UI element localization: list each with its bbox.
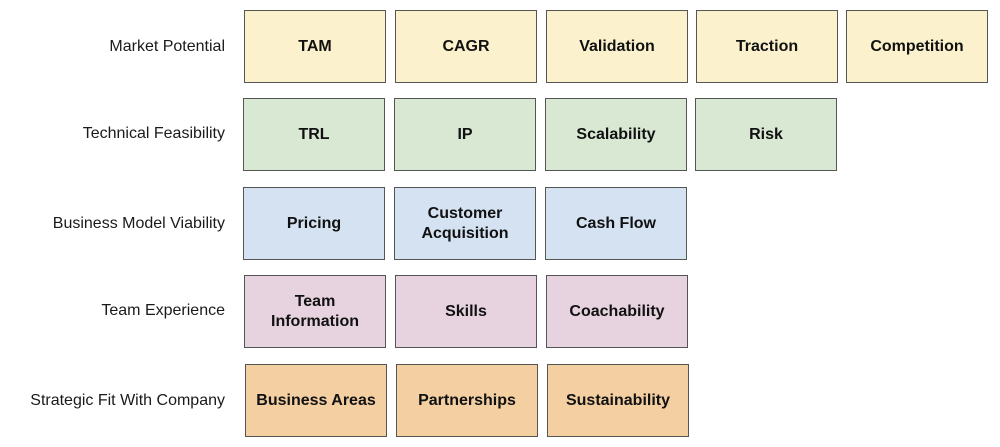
- cell-validation: Validation: [546, 10, 688, 83]
- cell-sustainability: Sustainability: [547, 364, 689, 437]
- cell-tam: TAM: [244, 10, 386, 83]
- cell-traction: Traction: [696, 10, 838, 83]
- cell-business-areas: Business Areas: [245, 364, 387, 437]
- cell-customer-acquisition: Customer Acquisition: [394, 187, 536, 260]
- cell-risk: Risk: [695, 98, 837, 171]
- row-label-technical-feasibility: Technical Feasibility: [82, 125, 225, 142]
- cell-pricing: Pricing: [243, 187, 385, 260]
- cell-scalability: Scalability: [545, 98, 687, 171]
- cell-skills: Skills: [395, 275, 537, 348]
- cell-partnerships: Partnerships: [396, 364, 538, 437]
- cell-competition: Competition: [846, 10, 988, 83]
- row-label-business-model-viability: Business Model Viability: [52, 215, 225, 232]
- cell-cash-flow: Cash Flow: [545, 187, 687, 260]
- row-label-market-potential: Market Potential: [109, 38, 225, 55]
- cell-coachability: Coachability: [546, 275, 688, 348]
- cell-trl: TRL: [243, 98, 385, 171]
- cell-cagr: CAGR: [395, 10, 537, 83]
- row-label-team-experience: Team Experience: [101, 302, 225, 319]
- row-label-strategic-fit-with-company: Strategic Fit With Company: [30, 392, 225, 409]
- cell-ip: IP: [394, 98, 536, 171]
- cell-team-information: Team Information: [244, 275, 386, 348]
